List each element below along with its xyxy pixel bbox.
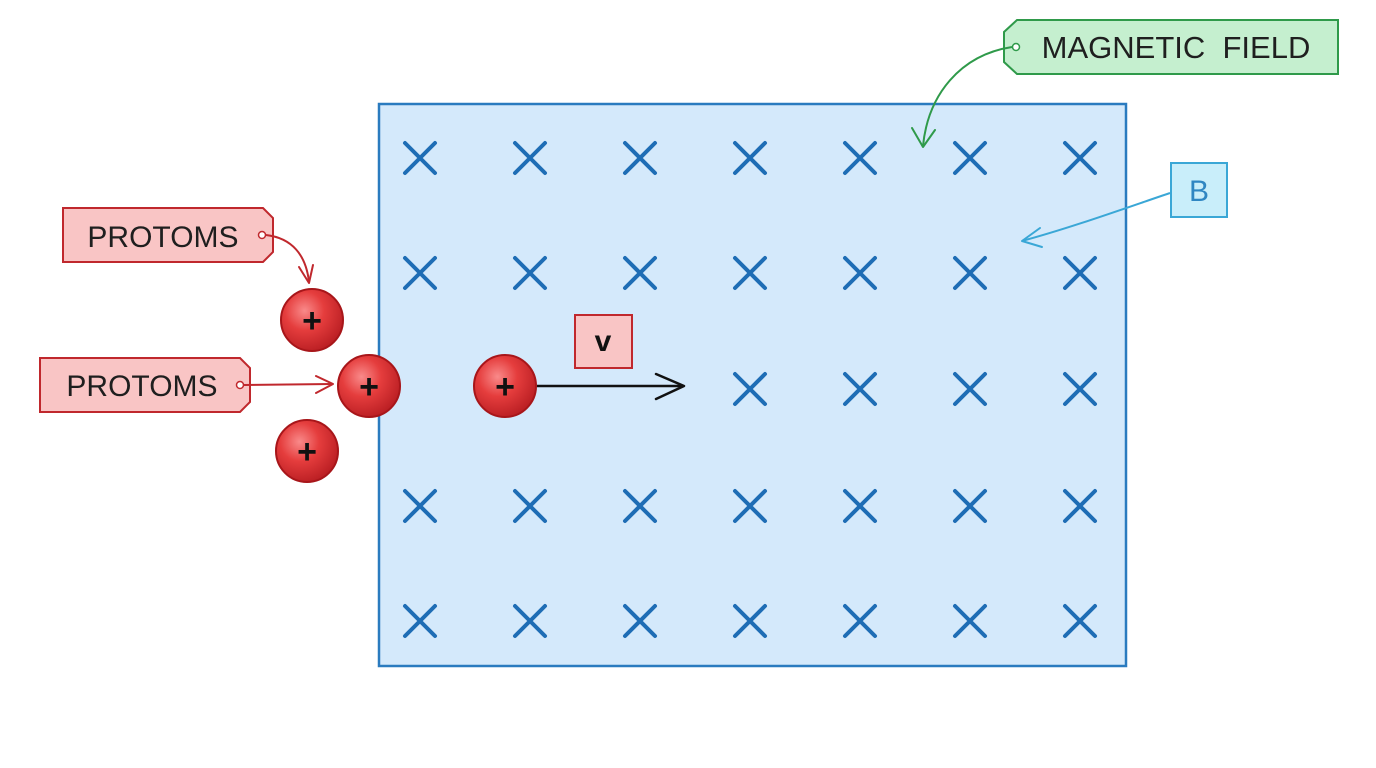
field-cross-mark-r3-c7 (1063, 372, 1097, 406)
field-cross-mark-r1-c3 (623, 141, 657, 175)
b-label-box (1170, 162, 1228, 218)
protons-label-top: PROTOMS (62, 207, 274, 263)
field-cross-mark-r4-c1 (403, 489, 437, 523)
field-cross-mark-r1-c1 (403, 141, 437, 175)
magnetic-field-tag-shape (1003, 19, 1339, 75)
magnetic-field-tag-hole (1011, 42, 1021, 52)
field-cross-mark-r3-c5 (843, 372, 877, 406)
field-cross-mark-r2-c7 (1063, 256, 1097, 290)
field-cross-mark-r2-c1 (403, 256, 437, 290)
proton-top-charge: + (302, 302, 322, 340)
protons-tag-shape-top (62, 207, 274, 263)
field-cross-mark-r5-c6 (953, 604, 987, 638)
field-cross-mark-r5-c5 (843, 604, 877, 638)
field-cross-mark-r1-c7 (1063, 141, 1097, 175)
field-cross-mark-r5-c4 (733, 604, 767, 638)
proton-bottom-charge: + (297, 433, 317, 471)
protons-tag-hole-middle (235, 380, 245, 390)
protons-label-middle-text: PROTOMS (66, 370, 217, 403)
field-cross-mark-r3-c6 (953, 372, 987, 406)
field-symbol-label: B (1170, 162, 1228, 218)
proton-bottom: + (275, 419, 339, 483)
field-cross-mark-r2-c6 (953, 256, 987, 290)
protons-tag-hole-top (257, 230, 267, 240)
field-cross-mark-r4-c5 (843, 489, 877, 523)
velocity-arrow (537, 372, 686, 401)
field-cross-mark-r2-c2 (513, 256, 547, 290)
protons-label-top-text: PROTOMS (87, 221, 238, 254)
proton-moving-charge: + (495, 368, 515, 406)
protons-tag-shape-middle (39, 357, 251, 413)
field-cross-mark-r5-c7 (1063, 604, 1097, 638)
protons-pointer-top (265, 234, 314, 284)
field-cross-mark-r3-c4 (733, 372, 767, 406)
field-cross-mark-r1-c6 (953, 141, 987, 175)
protons-label-middle: PROTOMS (39, 357, 251, 413)
protons-pointer-middle (243, 375, 334, 394)
proton-middle: + (337, 354, 401, 418)
field-cross-marks (403, 141, 1097, 638)
proton-top: + (280, 288, 344, 352)
velocity-label: v (574, 314, 633, 369)
field-cross-mark-r4-c2 (513, 489, 547, 523)
magnetic-field-pointer-arrow (911, 46, 1013, 148)
proton-moving: + (473, 354, 537, 418)
field-cross-mark-r4-c7 (1063, 489, 1097, 523)
field-cross-mark-r2-c5 (843, 256, 877, 290)
field-cross-mark-r2-c3 (623, 256, 657, 290)
field-cross-mark-r1-c4 (733, 141, 767, 175)
field-cross-mark-r5-c1 (403, 604, 437, 638)
velocity-label-box (574, 314, 633, 369)
field-cross-mark-r4-c3 (623, 489, 657, 523)
field-cross-mark-r4-c6 (953, 489, 987, 523)
field-cross-mark-r2-c4 (733, 256, 767, 290)
b-label-text: B (1189, 175, 1209, 208)
b-pointer-arrow (1021, 192, 1171, 248)
field-cross-mark-r5-c2 (513, 604, 547, 638)
field-cross-mark-r1-c2 (513, 141, 547, 175)
field-cross-mark-r5-c3 (623, 604, 657, 638)
field-cross-mark-r1-c5 (843, 141, 877, 175)
field-cross-mark-r4-c4 (733, 489, 767, 523)
proton-middle-charge: + (359, 368, 379, 406)
magnetic-field-label-text: MAGNETIC FIELD (1042, 30, 1311, 65)
velocity-label-text: v (595, 325, 612, 358)
magnetic-field-label: MAGNETIC FIELD (1003, 19, 1339, 75)
